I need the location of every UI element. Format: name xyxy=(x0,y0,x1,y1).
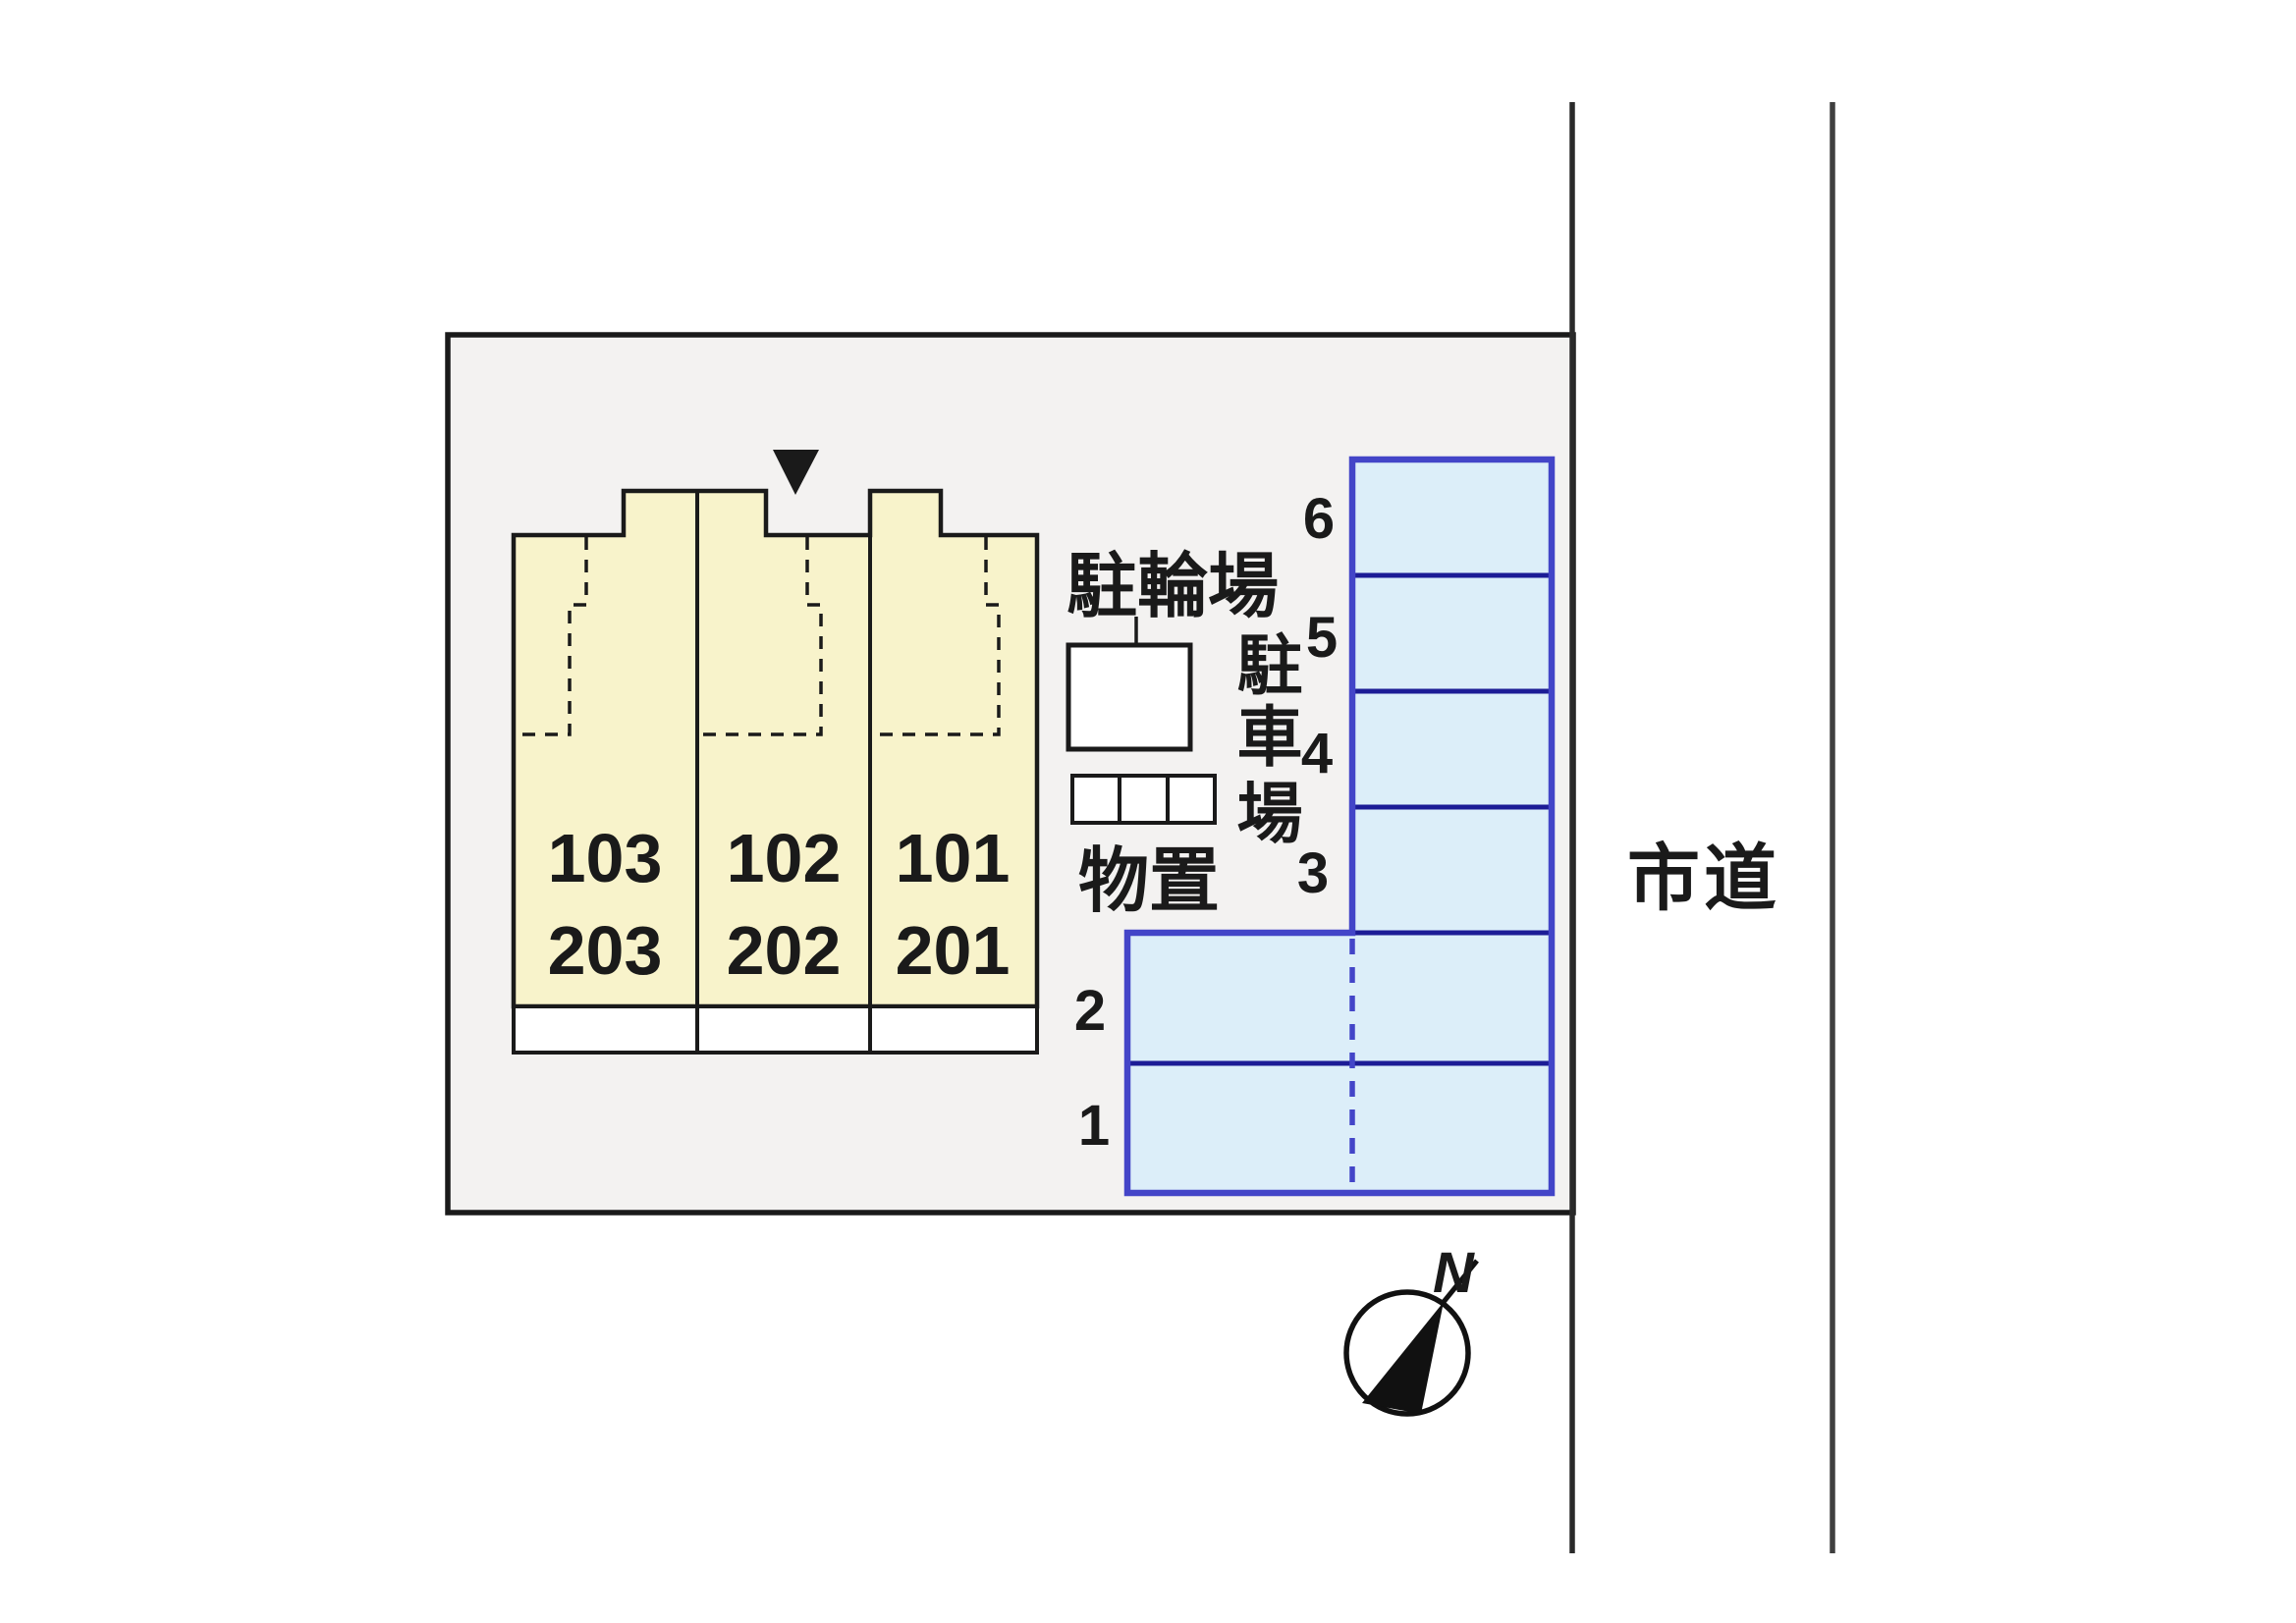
unit-103-entry-dashed xyxy=(516,537,588,736)
unit-201-label: 201 xyxy=(896,912,1011,989)
storage-box-1 xyxy=(1070,774,1121,825)
storage-label: 物置 xyxy=(1078,842,1220,921)
stall-3-label: 3 xyxy=(1297,841,1329,905)
parking-lot-label-char-1: 駐 xyxy=(1237,629,1303,703)
storage-box-2 xyxy=(1118,774,1170,825)
bicycle-parking-label: 駐輪場 xyxy=(1066,548,1279,626)
north-label: N xyxy=(1433,1241,1475,1305)
stall-4-label: 4 xyxy=(1301,722,1333,785)
stall-6-label: 6 xyxy=(1303,487,1335,551)
stall-2-label: 2 xyxy=(1074,979,1106,1043)
unit-101-label: 101 xyxy=(896,820,1011,896)
porch-unit-103 xyxy=(512,1004,699,1055)
unit-103-label: 103 xyxy=(548,820,663,896)
parking-lot-label-char-2: 車 xyxy=(1237,701,1303,775)
parking-stall-dividers xyxy=(1127,572,1552,1066)
stall-1-label: 1 xyxy=(1078,1094,1110,1158)
road-label: 市道 xyxy=(1627,838,1780,919)
entrance-marker-icon xyxy=(773,450,819,495)
stall-5-label: 5 xyxy=(1306,606,1338,670)
bicycle-parking-box xyxy=(1066,642,1193,752)
compass-circle xyxy=(1343,1289,1471,1417)
unit-101-entry-dashed xyxy=(872,537,1001,736)
porch-unit-102 xyxy=(695,1004,872,1055)
parking-area-outline xyxy=(1123,456,1556,1197)
compass-needle xyxy=(1362,1302,1444,1414)
parking-stall-column-fill xyxy=(1352,460,1552,933)
unit-102-label: 102 xyxy=(727,820,842,896)
compass-icon: N xyxy=(1343,1241,1479,1417)
unit-102-entry-dashed xyxy=(699,537,823,736)
unit-202-label: 202 xyxy=(727,912,842,989)
storage-box-3 xyxy=(1166,774,1217,825)
porch-unit-101 xyxy=(868,1004,1039,1055)
unit-203-label: 203 xyxy=(548,912,663,989)
compass-needle-shaft xyxy=(1442,1259,1479,1304)
parking-lot-label-char-3: 場 xyxy=(1237,778,1303,851)
